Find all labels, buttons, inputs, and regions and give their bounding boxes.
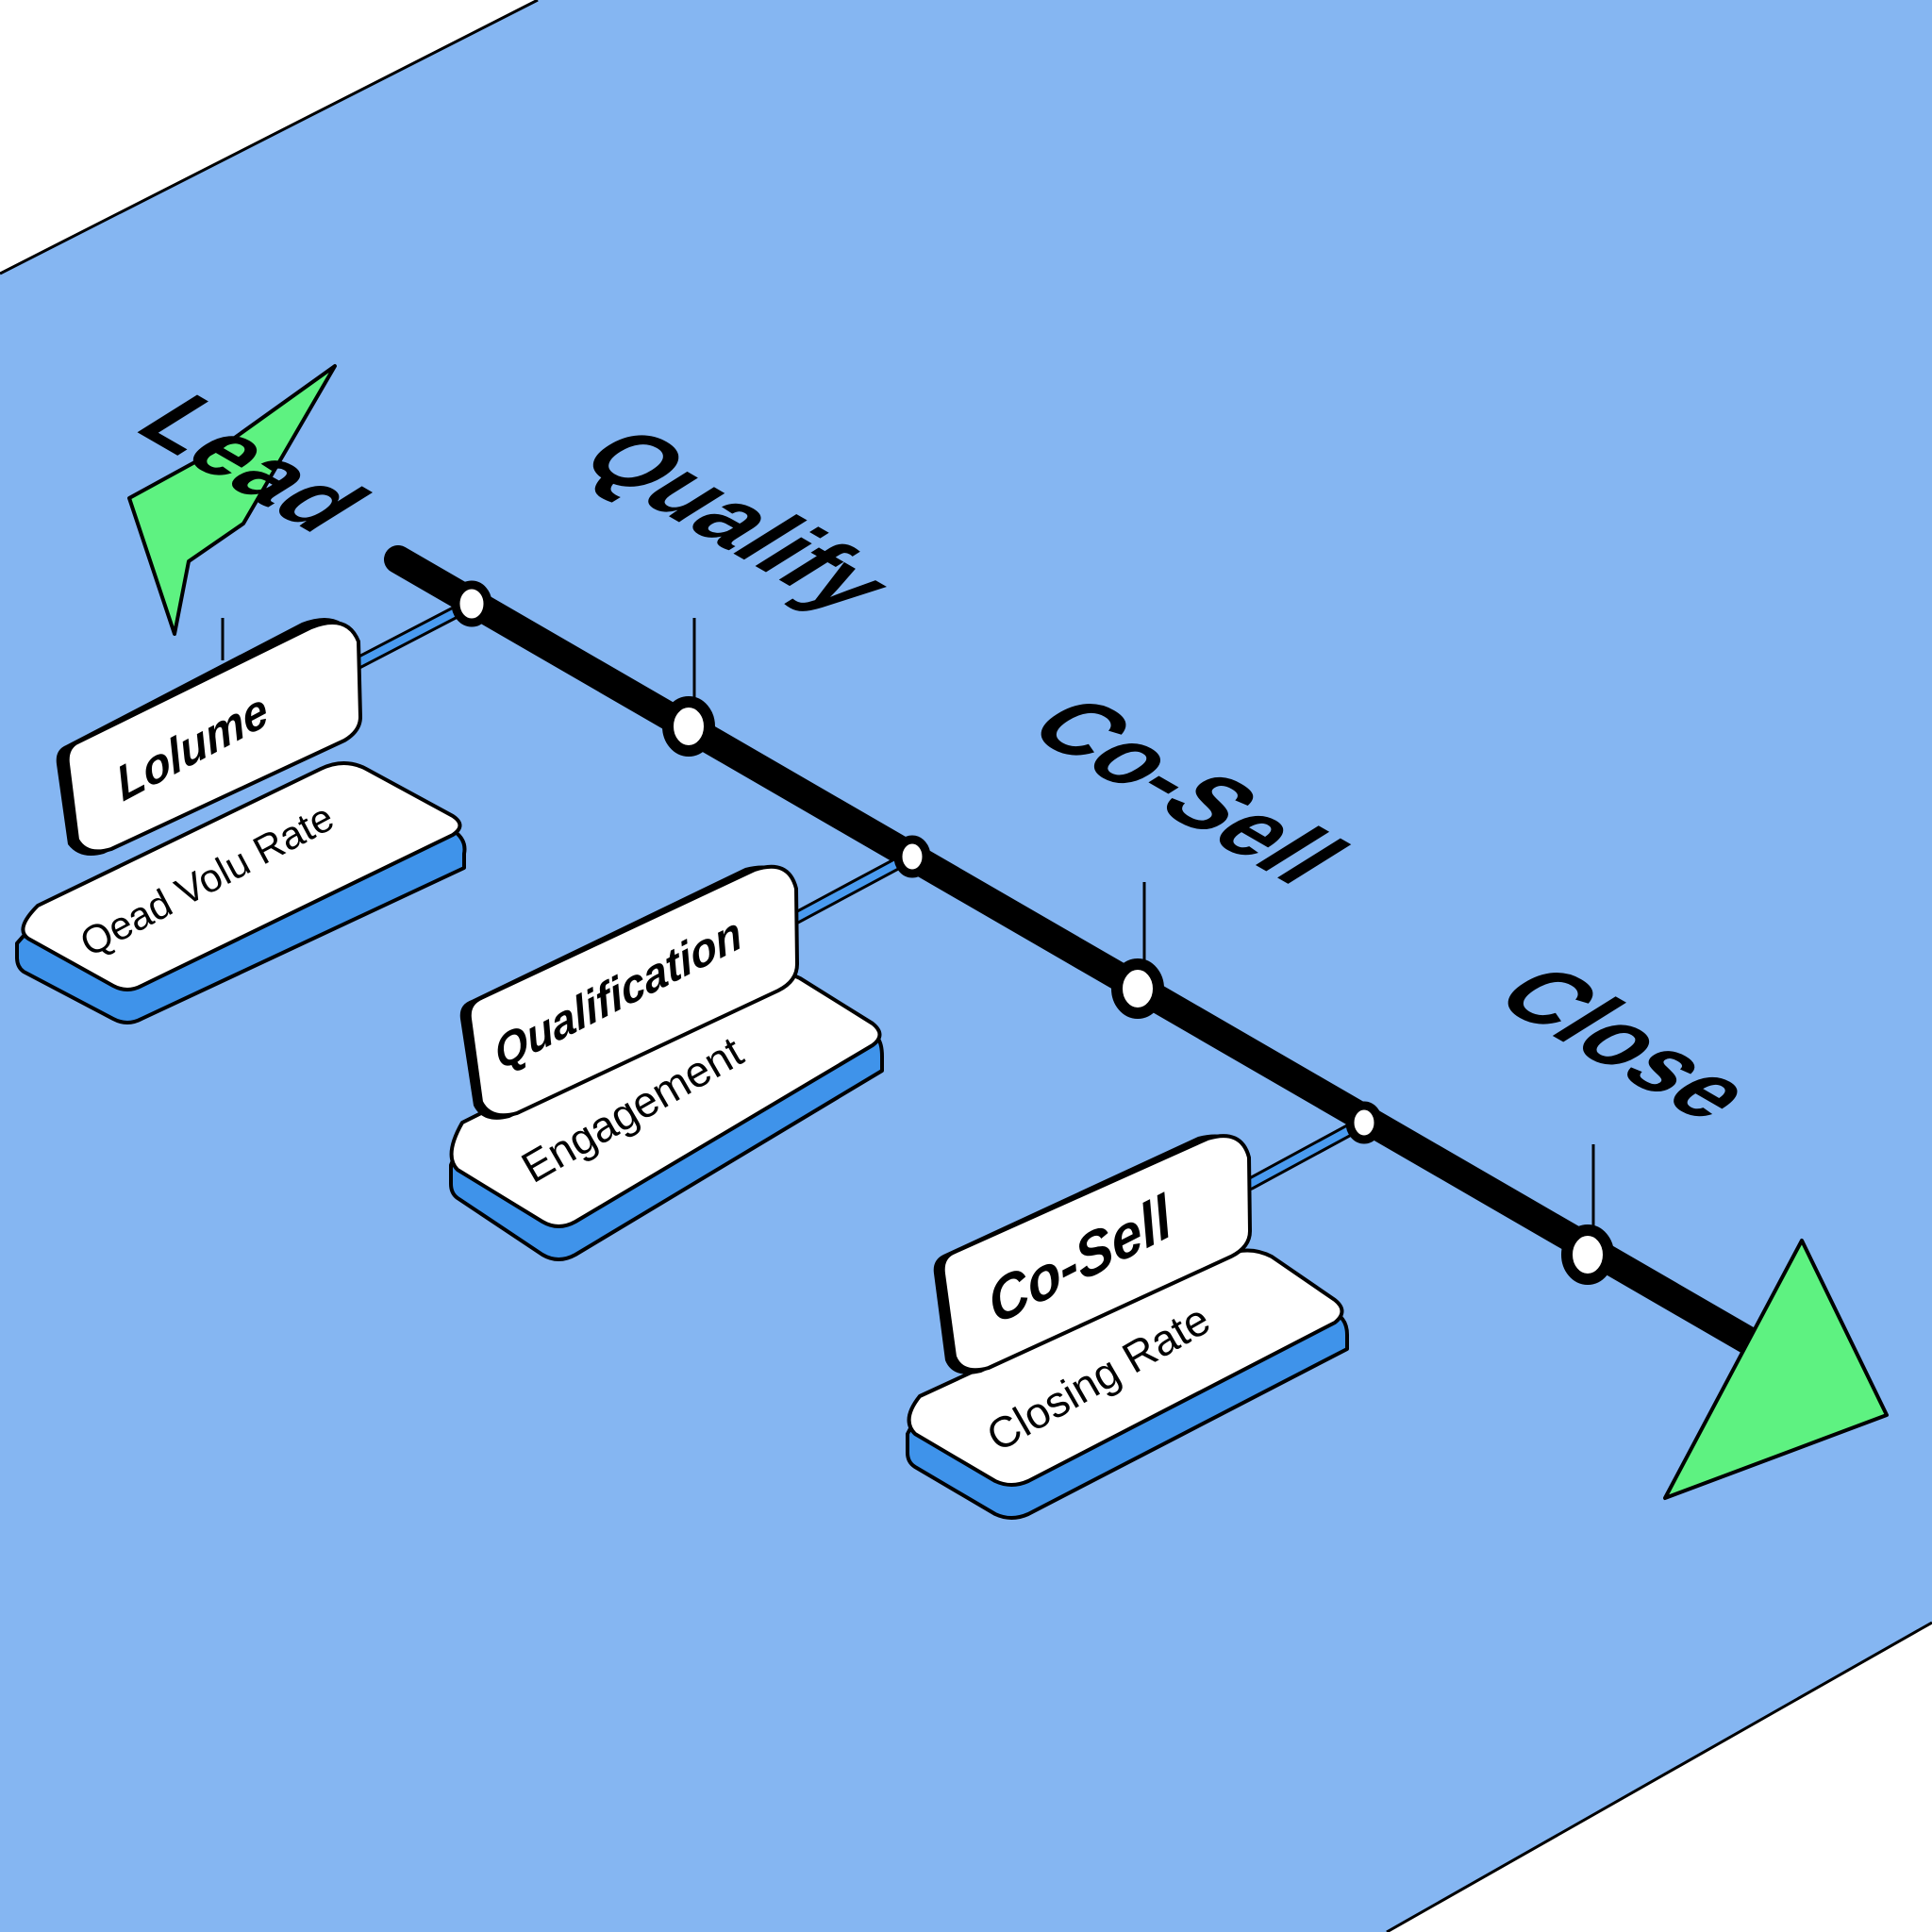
timeline-node-small[interactable]: [1345, 1101, 1383, 1144]
plane-edge-bottom: [1386, 1621, 1932, 1932]
timeline-bar: [384, 545, 1769, 1358]
connector-lead: [347, 597, 478, 672]
stage-node-co-sell[interactable]: [1111, 958, 1164, 1019]
card-group-qualify[interactable]: Engagement Qualification: [449, 864, 884, 1261]
connector-qualify: [786, 850, 917, 926]
green-arrow-start-icon: [127, 364, 337, 636]
connector-co-sell: [1243, 1116, 1370, 1191]
card-group-co-sell[interactable]: Closing Rate Co-Sell: [906, 1134, 1349, 1520]
metric-card-co-sell[interactable]: Closing Rate: [906, 1248, 1349, 1520]
timeline-node-small[interactable]: [893, 835, 931, 878]
green-triangle-end-icon: [1663, 1239, 1889, 1500]
card-group-lead[interactable]: Qead Volu Rate Lolume: [15, 618, 467, 1024]
plane-edge-top: [0, 0, 539, 275]
stage-node-close[interactable]: [1561, 1224, 1614, 1285]
stage-node-qualify[interactable]: [662, 696, 715, 757]
timeline-node-small[interactable]: [451, 580, 492, 627]
